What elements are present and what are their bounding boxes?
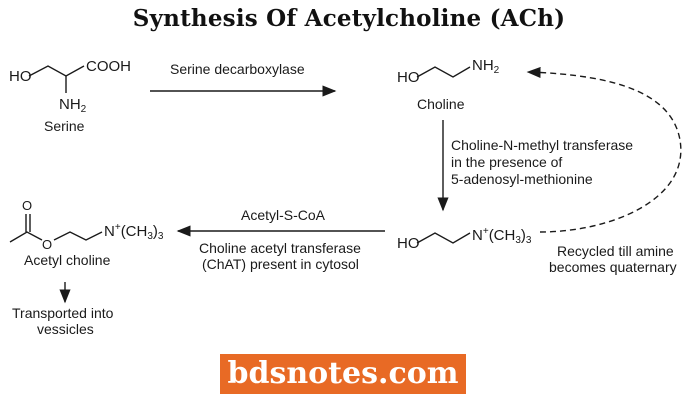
quaternary-choline-structure [416,232,471,244]
choline-ho: HO [397,69,420,86]
recycle-line1: Recycled till amine [557,243,674,259]
quat-choline-ho: HO [397,235,420,252]
recycle-line2: becomes quaternary [549,259,677,275]
serine-ho: HO [9,68,32,85]
serine-structure [28,65,85,93]
acetylcholine-n-ch3: N+(CH3)3 [104,222,164,242]
acetylcholine-label: Acetyl choline [24,252,111,268]
acetylcholine-ester-o: O [42,237,53,252]
methylation-line1: Choline-N-methyl transferase [451,137,634,153]
enzyme-serine-decarboxylase: Serine decarboxylase [170,61,305,77]
methylation-line3: 5-adenosyl-methionine [451,171,593,187]
arrow-recycle-dashed [526,66,682,233]
transport-line1: Transported into [12,305,114,321]
watermark-brand: bdsnotes.com [220,354,466,394]
choline-label: Choline [417,96,465,112]
acetylation-line1: Choline acetyl transferase [199,240,361,256]
transport-line2: vessicles [37,321,94,337]
acetylcholine-carbonyl-o: O [22,198,33,213]
quat-choline-n-ch3: N+(CH3)3 [472,226,532,246]
serine-nh2: NH2 [59,96,87,115]
acetylation-cofactor: Acetyl-S-CoA [241,207,326,223]
acetylcholine-structure [9,214,103,243]
choline-structure [416,66,471,78]
diagram-title: Synthesis Of Acetylcholine (ACh) [132,5,566,32]
acetylation-line2: (ChAT) present in cytosol [202,256,359,272]
methylation-line2: in the presence of [451,154,563,170]
serine-cooh: COOH [86,58,131,75]
choline-nh2: NH2 [472,57,500,76]
serine-label: Serine [44,118,85,134]
